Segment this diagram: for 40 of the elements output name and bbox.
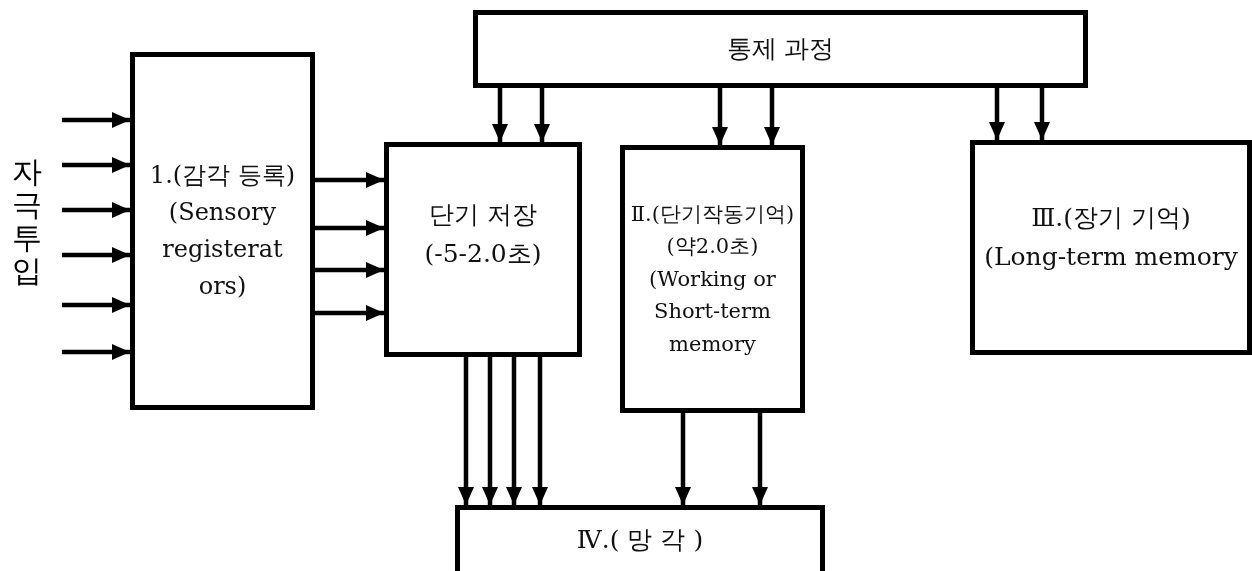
arrow (532, 357, 548, 505)
arrow (62, 344, 130, 360)
process-box (970, 140, 1252, 355)
arrow (1034, 88, 1050, 140)
process-box (130, 52, 315, 410)
arrow (534, 88, 550, 142)
box-title: Ⅳ.( 망 각 ) (575, 524, 705, 557)
arrow (315, 172, 384, 188)
box-title: Ⅲ.(장기 기억) (1030, 201, 1192, 234)
arrow (315, 305, 384, 321)
arrow (458, 357, 474, 505)
arrow (989, 88, 1005, 140)
arrow (752, 413, 768, 505)
box-title: 통제 과정 (726, 32, 835, 65)
arrow (62, 202, 130, 218)
box-text: (Sensory registerat ors) (161, 196, 284, 303)
process-box (620, 145, 805, 413)
arrow (62, 247, 130, 263)
arrow (764, 88, 780, 145)
arrow (62, 297, 130, 313)
box-title: 1.(감각 등록) (148, 159, 297, 191)
box-text: (-5-2.0초) (423, 237, 543, 270)
box-text: (Long-term memory (983, 240, 1239, 273)
arrow (492, 88, 508, 142)
arrow (62, 112, 130, 128)
arrow (315, 262, 384, 278)
arrow (62, 157, 130, 173)
box-title: 단기 저장 (428, 198, 538, 231)
process-box (455, 505, 825, 571)
box-text: (약2.0초) (665, 233, 760, 261)
arrow (482, 357, 498, 505)
side-label: 자극투입 (12, 155, 42, 287)
box-title: Ⅱ.(단기작동기억) (629, 200, 796, 228)
process-box (473, 10, 1088, 88)
arrow (315, 220, 384, 236)
box-text: (Working or Short-term memory (648, 265, 777, 358)
arrow (712, 88, 728, 145)
process-box (384, 142, 582, 357)
arrow (675, 413, 691, 505)
arrow (506, 357, 522, 505)
